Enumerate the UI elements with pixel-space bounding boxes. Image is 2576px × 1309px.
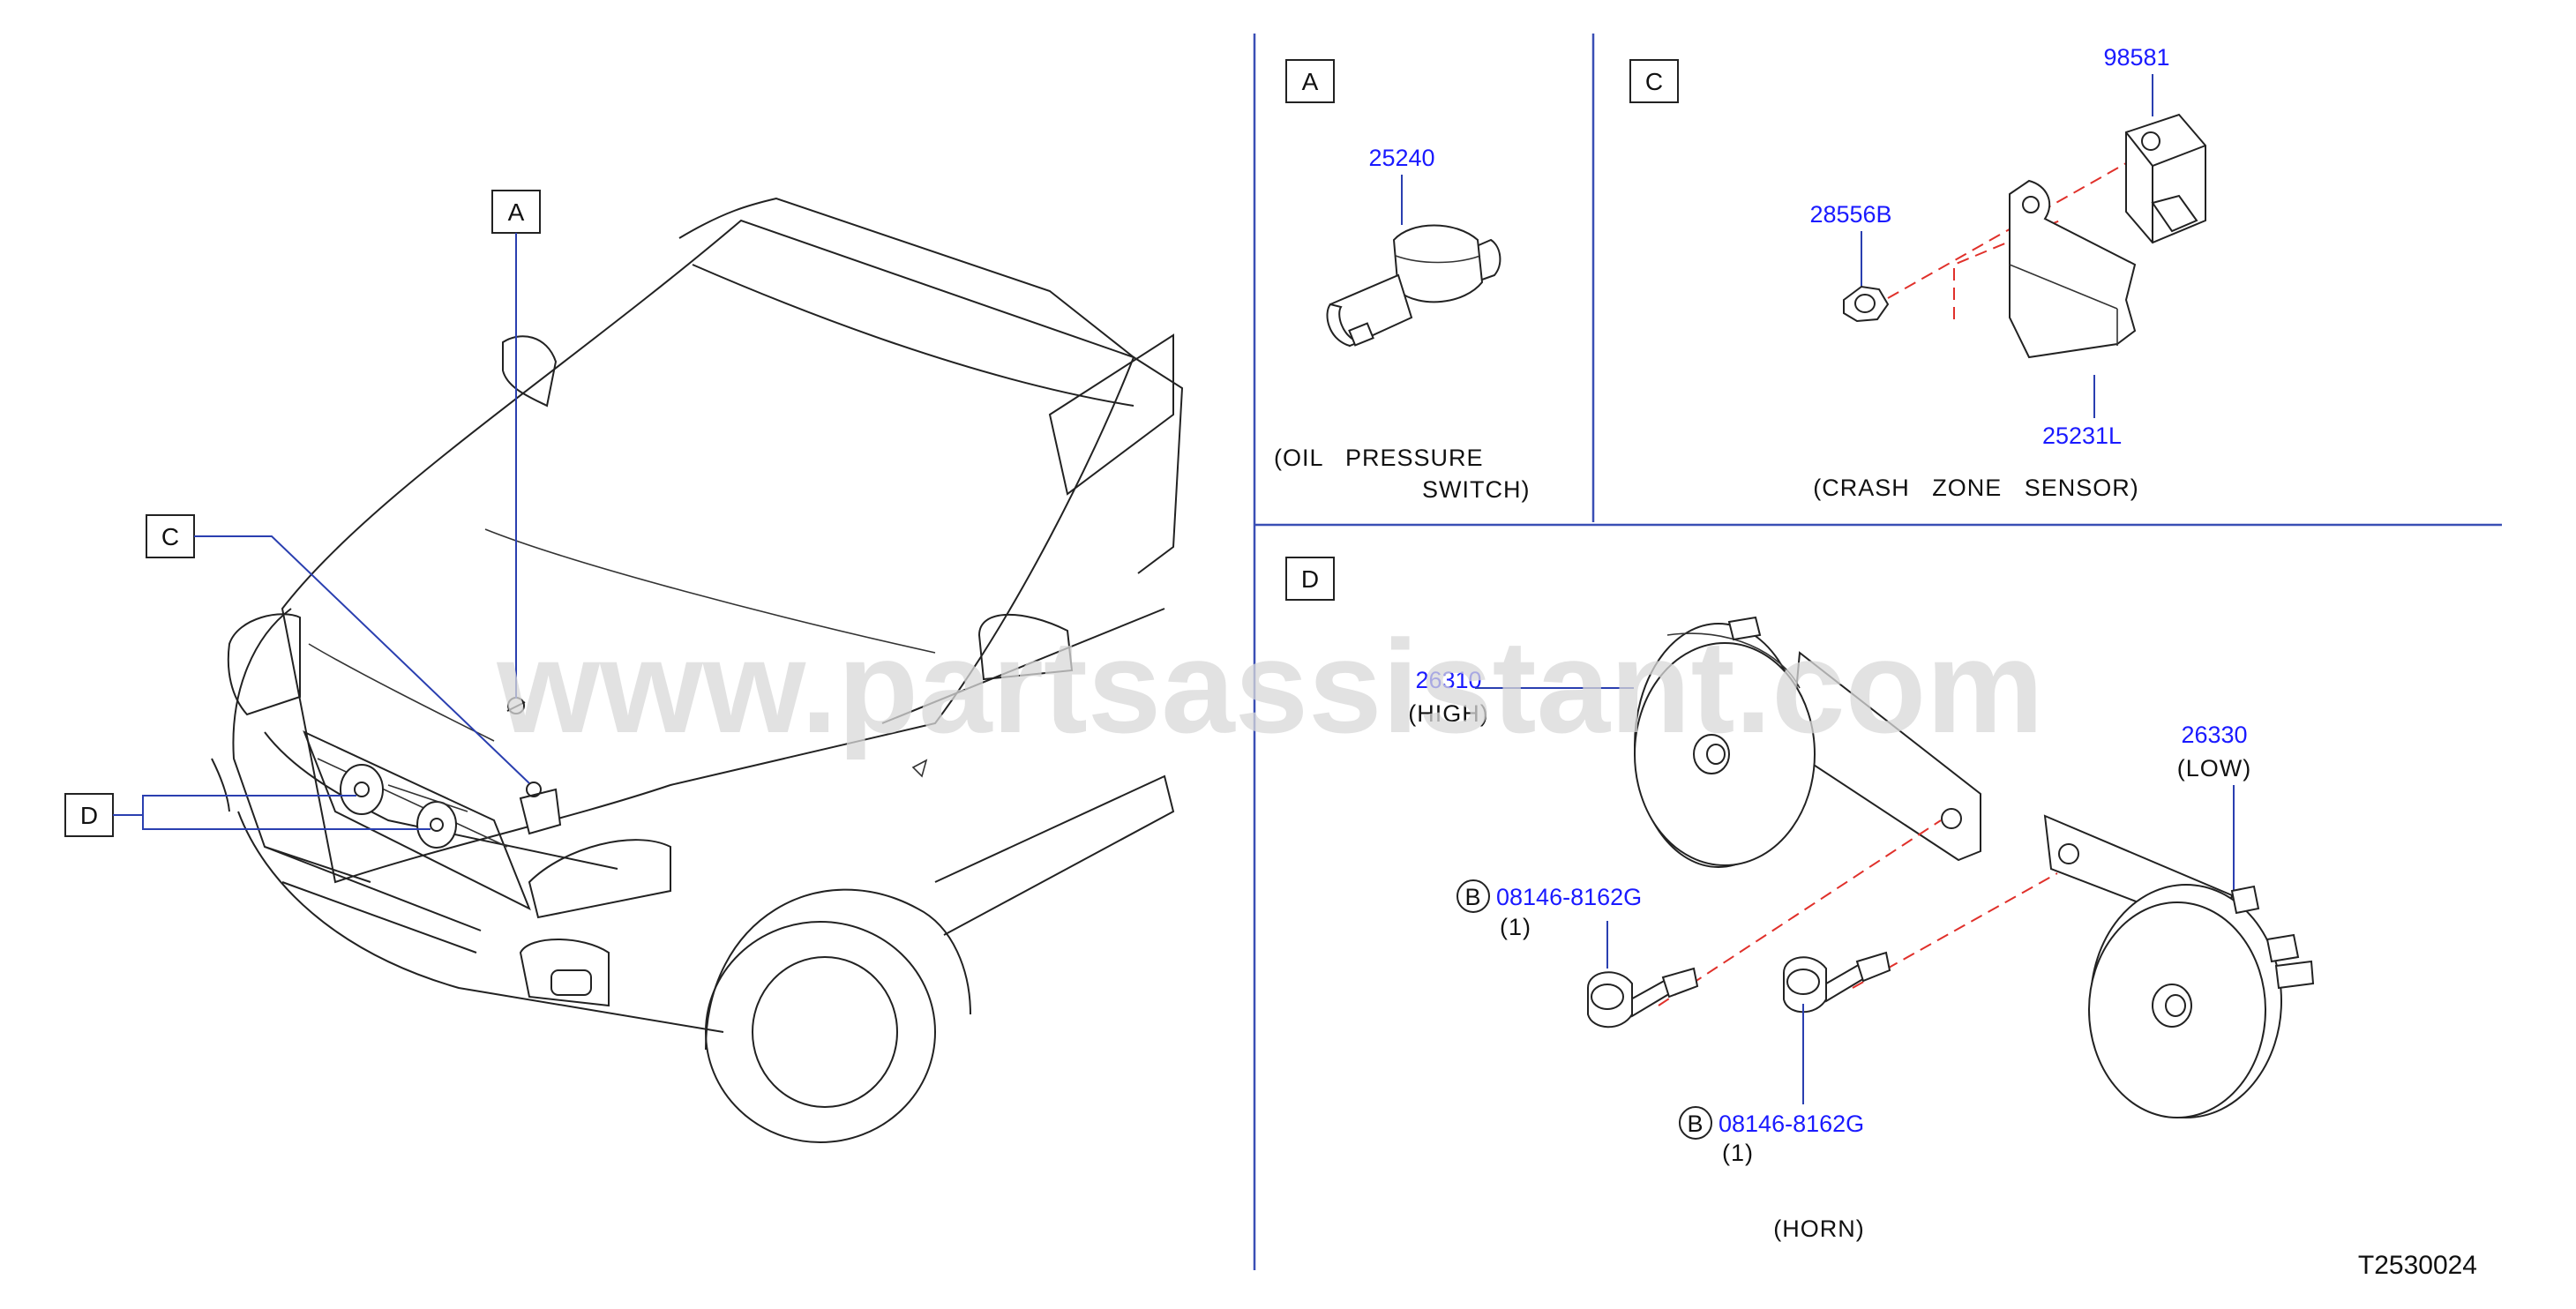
vehicle-overview [211,197,1184,1143]
horn-bolt-2[interactable] [1783,951,1891,1014]
crash-sensor-nut[interactable] [1843,285,1890,323]
panel-d-callout: D [1301,565,1319,593]
crash-sensor-location [519,782,562,835]
horn-locations [340,764,468,849]
overview-callout-a[interactable]: A [491,190,541,699]
oil-pressure-switch[interactable] [1326,224,1501,348]
panel-a: A 25240 (OIL PRESSURE SWITCH) [1274,59,1530,503]
bolt-2-quantity: (1) [1722,1140,1754,1166]
oil-pressure-caption-1: (OIL PRESSURE [1274,445,1484,471]
part-number-98581[interactable]: 98581 [2103,44,2169,71]
part-number-08146-8162G-2[interactable]: 08146-8162G [1719,1111,1864,1137]
part-number-25240[interactable]: 25240 [1368,145,1434,171]
panel-c: C 98581 28556B 25231L (CRASH ZONE [1629,44,2206,501]
horn-bolt-1[interactable] [1587,967,1699,1028]
panel-a-callout: A [1302,68,1319,95]
panel-c-callout: C [1645,68,1663,95]
part-number-08146-8162G-1[interactable]: 08146-8162G [1496,884,1642,910]
diagram-code: T2530024 [2358,1251,2477,1280]
svg-text:C: C [161,523,179,550]
part-number-28556B[interactable]: 28556B [1809,201,1891,228]
oil-pressure-caption-2: SWITCH) [1422,476,1530,503]
horn-high-label: (HIGH) [1408,700,1488,727]
overview-callout-d[interactable]: D [64,793,431,837]
panel-d: D 26310 (HIGH) 26330 (LOW) [1285,557,2315,1242]
crash-sensor-caption: (CRASH ZONE SENSOR) [1813,475,2139,501]
horn-caption: (HORN) [1773,1216,1864,1242]
horn-low-label: (LOW) [2177,755,2251,782]
watermark: www.partsassistant.com [496,612,2043,760]
svg-text:A: A [508,198,525,226]
panel-dividers [1253,34,2502,1270]
bolt-1-quantity: (1) [1500,914,1531,940]
overview-callout-c[interactable]: C [146,514,530,784]
horn-low[interactable] [2043,814,2315,1118]
part-number-26330[interactable]: 26330 [2181,722,2247,748]
part-number-26310[interactable]: 26310 [1415,667,1481,693]
horn-high[interactable] [1634,616,1981,868]
bolt-ref-b-2[interactable]: B [1679,1106,1712,1140]
svg-text:B: B [1464,884,1481,910]
part-number-25231L[interactable]: 25231L [2042,423,2122,449]
crash-sensor-unit[interactable] [2009,113,2206,359]
svg-text:B: B [1687,1111,1704,1137]
svg-text:D: D [80,802,98,829]
bolt-ref-b-1[interactable]: B [1456,879,1490,913]
